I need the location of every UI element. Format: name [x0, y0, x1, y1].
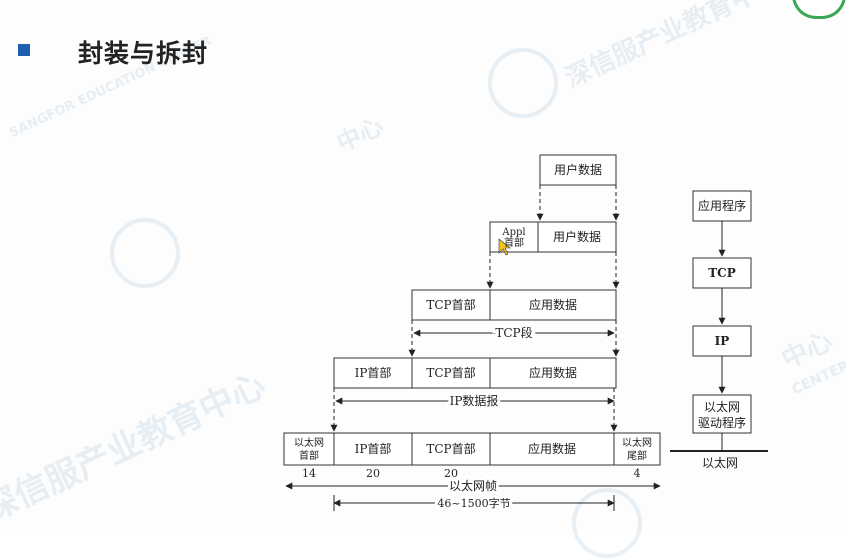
size-label: 20 [444, 467, 458, 480]
frame-range-label: 46~1500字节 [437, 496, 510, 510]
tcp-header-label: TCP首部 [426, 441, 475, 456]
svg-text:尾部: 尾部 [627, 449, 647, 462]
ip-header-box [333, 432, 413, 466]
size-label: 20 [366, 467, 380, 480]
app-data-label: 应用数据 [529, 365, 577, 380]
svg-text:驱动程序: 驱动程序 [698, 415, 746, 430]
ip-datagram-label: IP数据报 [450, 393, 499, 408]
slide-title: 封装与拆封 [78, 39, 209, 68]
title-bullet-icon [18, 44, 30, 56]
cursor-icon [498, 238, 511, 256]
user-data-label: 用户数据 [553, 229, 601, 244]
tcp-segment-label: TCP段 [495, 325, 532, 340]
app-data-label: 应用数据 [529, 297, 577, 312]
size-label: 14 [302, 467, 316, 480]
user-data-box [537, 221, 617, 253]
ip-header-label: IP首部 [355, 441, 392, 456]
stack-app-label: 应用程序 [698, 198, 746, 213]
encapsulation-diagram: 用户数据 Appl 首部 用户数据 TCP首部 应用数据 TCP段 IP首部 T… [283, 154, 768, 513]
stack-tcp-box [692, 257, 752, 289]
ip-header-label: IP首部 [355, 365, 392, 380]
app-data-label: 应用数据 [528, 441, 576, 456]
stack-tcp-label: TCP [708, 266, 736, 280]
svg-text:首部: 首部 [504, 236, 524, 249]
eth-frame-label: 以太网帧 [449, 478, 497, 493]
user-data-label: 用户数据 [554, 162, 602, 177]
stack-ip-box [692, 325, 752, 357]
user-data-box [539, 154, 617, 186]
appl-header-label: Appl [501, 227, 525, 238]
stack-driver-box [692, 394, 752, 434]
stack-medium-label: 以太网 [702, 455, 738, 470]
stack-ip-label: IP [715, 334, 730, 348]
tcp-header-box [411, 289, 491, 321]
tcp-header-label: TCP首部 [426, 297, 475, 312]
app-data-box [489, 432, 615, 466]
svg-text:首部: 首部 [299, 449, 319, 462]
tcp-header-label: TCP首部 [426, 365, 475, 380]
eth-trailer-label: 以太网 [622, 436, 652, 449]
eth-trailer-box [613, 432, 661, 466]
app-data-box [489, 289, 617, 321]
eth-header-label: 以太网 [294, 436, 324, 449]
stack-driver-label: 以太网 [704, 399, 740, 414]
size-label: 4 [634, 467, 641, 480]
app-data-box [489, 357, 617, 389]
stack-app-box [692, 190, 752, 222]
appl-header-box [489, 221, 539, 253]
